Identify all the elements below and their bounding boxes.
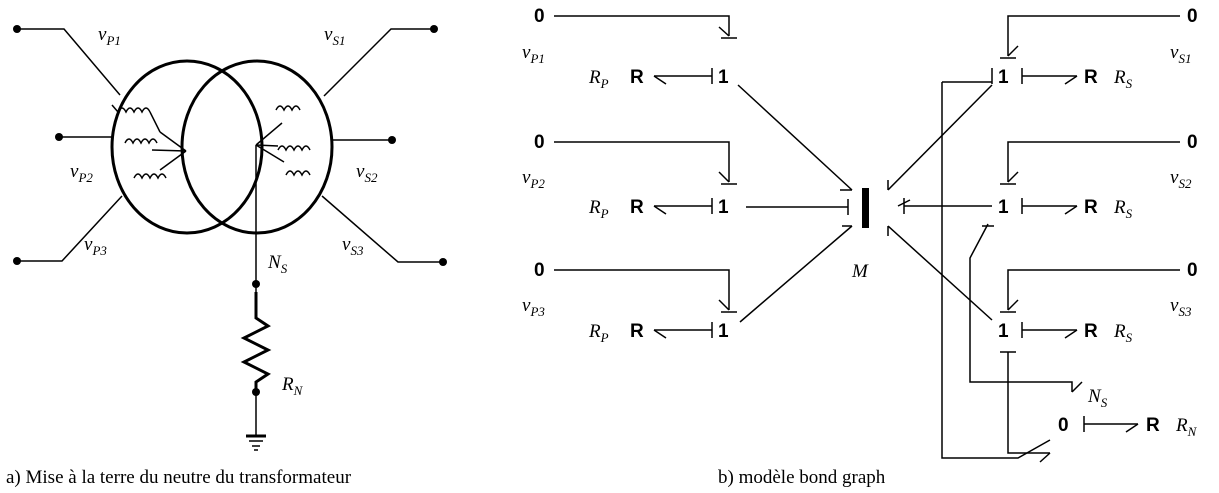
- svg-text:RN: RN: [1175, 415, 1198, 439]
- source-zero-s1: 0: [1187, 6, 1198, 27]
- svg-text:NS: NS: [1087, 386, 1108, 410]
- svg-text:vS1: vS1: [1170, 42, 1191, 66]
- junction-one-p3: 1: [718, 321, 729, 342]
- label-bg-rn: R: [1175, 415, 1188, 436]
- svg-text:vP2: vP2: [522, 167, 545, 191]
- label-vs1: v: [324, 24, 333, 45]
- svg-text:vS3: vS3: [1170, 295, 1192, 319]
- label-rs2: R: [1113, 197, 1126, 218]
- coupling-element-bar: [862, 188, 869, 228]
- label-bg-vs2: v: [1170, 167, 1179, 188]
- resistor-rs1: R: [1084, 67, 1098, 88]
- svg-text:RN: RN: [281, 374, 304, 398]
- primary-star-winding: [111, 104, 187, 180]
- label-rn: R: [281, 374, 294, 395]
- label-bg-vs3: v: [1170, 295, 1179, 316]
- label-vs3: v: [342, 234, 351, 255]
- label-rs3: R: [1113, 321, 1126, 342]
- source-zero-p1: 0: [534, 6, 545, 27]
- source-zero-p3: 0: [534, 260, 545, 281]
- resistor-rs2: R: [1084, 197, 1098, 218]
- caption-b: b) modèle bond graph: [718, 467, 886, 488]
- secondary-star-winding: [255, 105, 311, 177]
- label-bg-ns: N: [1087, 386, 1102, 407]
- coupling-label: M: [851, 261, 869, 282]
- label-ns: N: [267, 252, 282, 273]
- junction-one-s3: 1: [998, 321, 1009, 342]
- source-zero-s2: 0: [1187, 132, 1198, 153]
- label-rp1: R: [588, 67, 601, 88]
- primary-terminals: [13, 25, 123, 265]
- secondary-terminals: [321, 25, 447, 266]
- svg-text:RS: RS: [1113, 197, 1133, 221]
- secondary-winding-circle: [180, 59, 334, 235]
- label-vp2: v: [70, 161, 79, 182]
- bond-graph: 0 vP1 RP R 1 0 vP2 RP R 1 0 vP3 RP R: [522, 6, 1198, 463]
- transformer-schematic: vP1 vP2 vP3 vS1 vS2 vS3 NS RN: [13, 24, 447, 451]
- svg-text:vP1: vP1: [522, 42, 545, 66]
- label-bg-vs1: v: [1170, 42, 1179, 63]
- ground-icon: [246, 434, 266, 451]
- junction-one-p1: 1: [718, 67, 729, 88]
- junction-zero-neutral: 0: [1058, 415, 1069, 436]
- resistor-rn: R: [1146, 415, 1160, 436]
- svg-text:RP: RP: [588, 67, 609, 91]
- neutral-resistor: [240, 292, 272, 436]
- svg-text:vP3: vP3: [522, 295, 545, 319]
- neutral-dot: [252, 280, 260, 288]
- resistor-rp3: R: [630, 321, 644, 342]
- label-vp3: v: [84, 234, 93, 255]
- svg-text:RP: RP: [588, 321, 609, 345]
- svg-text:NS: NS: [267, 252, 288, 276]
- svg-text:vP1: vP1: [98, 24, 121, 48]
- svg-text:vS2: vS2: [356, 161, 378, 185]
- svg-text:vP3: vP3: [84, 234, 107, 258]
- label-rp2: R: [588, 197, 601, 218]
- source-zero-p2: 0: [534, 132, 545, 153]
- resistor-rp1: R: [630, 67, 644, 88]
- svg-text:vS3: vS3: [342, 234, 364, 258]
- label-bg-vp3: v: [522, 295, 531, 316]
- svg-text:RS: RS: [1113, 321, 1133, 345]
- primary-winding-circle: [110, 59, 264, 235]
- label-vp1: v: [98, 24, 107, 45]
- junction-one-s1: 1: [998, 67, 1009, 88]
- svg-text:RS: RS: [1113, 67, 1133, 91]
- source-zero-s3: 0: [1187, 260, 1198, 281]
- junction-one-s2: 1: [998, 197, 1009, 218]
- svg-text:RP: RP: [588, 197, 609, 221]
- svg-text:vS2: vS2: [1170, 167, 1192, 191]
- junction-one-p2: 1: [718, 197, 729, 218]
- label-bg-vp2: v: [522, 167, 531, 188]
- label-bg-vp1: v: [522, 42, 531, 63]
- svg-text:vS1: vS1: [324, 24, 345, 48]
- caption-a: a) Mise à la terre du neutre du transfor…: [6, 467, 352, 488]
- label-vs2: v: [356, 161, 365, 182]
- svg-text:vP2: vP2: [70, 161, 93, 185]
- label-rp3: R: [588, 321, 601, 342]
- resistor-rp2: R: [630, 197, 644, 218]
- label-rs1: R: [1113, 67, 1126, 88]
- resistor-rs3: R: [1084, 321, 1098, 342]
